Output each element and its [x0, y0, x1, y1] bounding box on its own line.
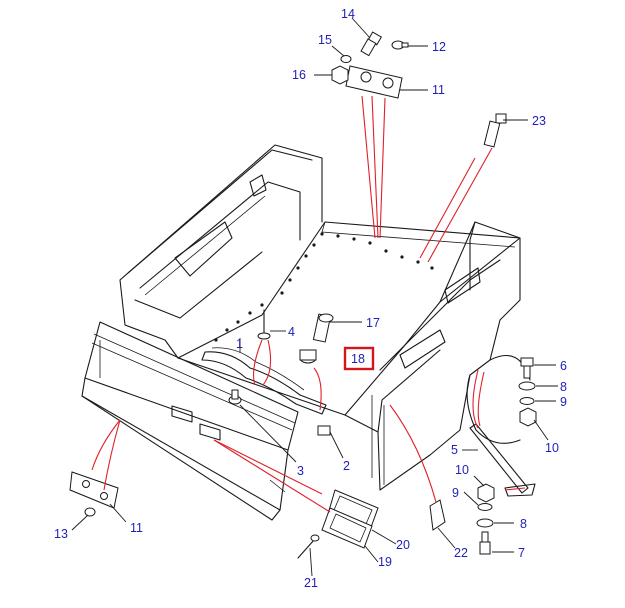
highlight-box-18: [343, 346, 375, 371]
callout-17: 17: [366, 316, 380, 330]
part-5-brace: [469, 423, 536, 497]
part-3-stud: [228, 389, 242, 405]
part-11-hinge-plate-top: [345, 65, 403, 99]
callout-19: 19: [378, 555, 392, 569]
callout-2: 2: [343, 459, 350, 473]
part-4-bolt: [257, 309, 271, 340]
part-17-bolt: [312, 313, 334, 343]
callout-lines: [91, 95, 526, 513]
callout-11-bottom: 11: [130, 521, 143, 535]
part-2-block: [317, 425, 331, 436]
part-7-bolt: [479, 531, 491, 555]
part-14-bolt: [360, 31, 383, 57]
part-18-bushing: [299, 349, 317, 364]
callout-20: 20: [396, 538, 410, 552]
part-1-cross-member: [201, 347, 327, 415]
part-9-washer-upper: [519, 397, 535, 405]
part-8-washer-upper: [518, 381, 536, 391]
callout-14: 14: [341, 7, 355, 21]
callout-9-upper: 9: [560, 395, 567, 409]
part-12-screw: [391, 40, 409, 50]
part-8-washer-lower: [476, 518, 494, 528]
callout-8-lower: 8: [520, 517, 527, 531]
cargo-bed: [119, 144, 531, 491]
callout-23: 23: [532, 114, 546, 128]
callout-5: 5: [451, 443, 458, 457]
callout-10-lower: 10: [455, 463, 469, 477]
callout-22: 22: [454, 546, 468, 560]
callout-15: 15: [318, 33, 332, 47]
callout-8-upper: 8: [560, 380, 567, 394]
part-23-bolt: [483, 113, 507, 148]
callout-3: 3: [297, 464, 304, 478]
part-21-pin: [297, 534, 320, 559]
callout-11-top: 11: [432, 83, 445, 97]
part-9-washer-lower: [477, 503, 493, 511]
callout-16: 16: [292, 68, 306, 82]
part-13-screw: [84, 507, 96, 517]
callout-4: 4: [288, 325, 295, 339]
floor-holes: [214, 232, 434, 342]
callout-18: 18: [351, 352, 365, 366]
callout-10-upper: 10: [545, 441, 559, 455]
callout-9-lower: 9: [452, 486, 459, 500]
tailgate: [81, 321, 299, 521]
part-11-hinge-plate-bottom: [69, 471, 119, 509]
callout-6: 6: [560, 359, 567, 373]
callout-labels: 14 15 12 16 11 23 17 4 1 18 6 8 9 10 5 2…: [54, 7, 567, 590]
part-10-nut-upper: [519, 407, 537, 427]
callout-12: 12: [432, 40, 446, 54]
callout-13: 13: [54, 527, 68, 541]
part-6-bolt: [520, 357, 534, 379]
part-22-clip: [429, 499, 446, 531]
part-15-washer: [340, 55, 352, 63]
part-16-nut: [331, 65, 349, 85]
callout-21: 21: [304, 576, 318, 590]
callout-7: 7: [518, 546, 525, 560]
leader-lines: [71, 17, 558, 577]
part-19-block: [321, 507, 373, 549]
part-10-nut-lower: [477, 483, 495, 503]
callout-1: 1: [236, 337, 243, 351]
